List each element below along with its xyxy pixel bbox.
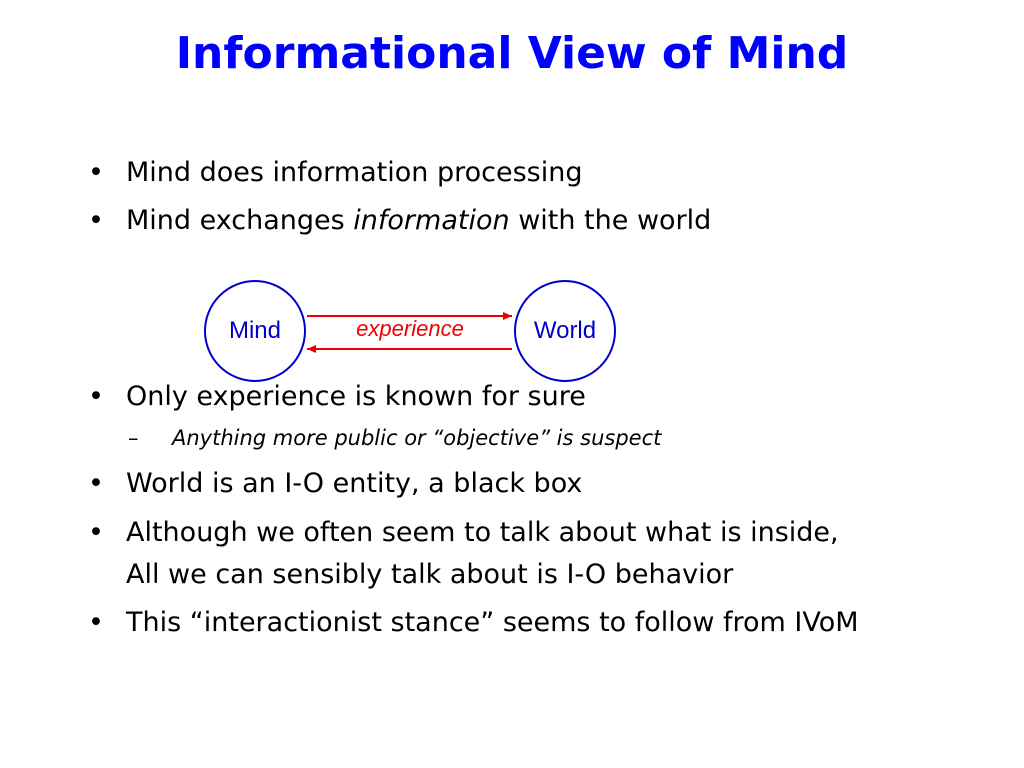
bullet-3-text: Only experience is known for sure [126, 381, 586, 412]
bullet-2-post: with the world [509, 205, 712, 236]
experience-label: experience [356, 316, 464, 341]
bullet-glyph: • [88, 517, 104, 548]
bullet-2-text: Mind exchanges information with the worl… [126, 200, 711, 242]
bullet-glyph: • [88, 205, 104, 236]
mind-node-label: Mind [228, 317, 282, 344]
world-node-label: World [533, 317, 597, 344]
bullet-4-text: World is an I-O entity, a black box [126, 468, 583, 499]
bullet-glyph: • [88, 157, 104, 188]
bullet-2-pre: Mind exchanges [126, 205, 354, 236]
slide-title: Informational View of Mind [175, 28, 849, 79]
bullet-5-line-2: All we can sensibly talk about is I-O be… [126, 559, 734, 590]
bullet-6-text: This “interactionist stance” seems to fo… [126, 607, 859, 638]
bullet-glyph: • [88, 381, 104, 412]
bullet-glyph: • [88, 607, 104, 638]
bullet-glyph: • [88, 468, 104, 499]
sub-bullet-1-text: Anything more public or “objective” is s… [172, 426, 662, 450]
bullet-1-text: Mind does information processing [126, 157, 583, 188]
bullet-5-line-1: Although we often seem to talk about wha… [126, 517, 839, 548]
sub-bullet-glyph: – [128, 426, 139, 450]
bullet-2-emphasis: information [353, 205, 510, 236]
